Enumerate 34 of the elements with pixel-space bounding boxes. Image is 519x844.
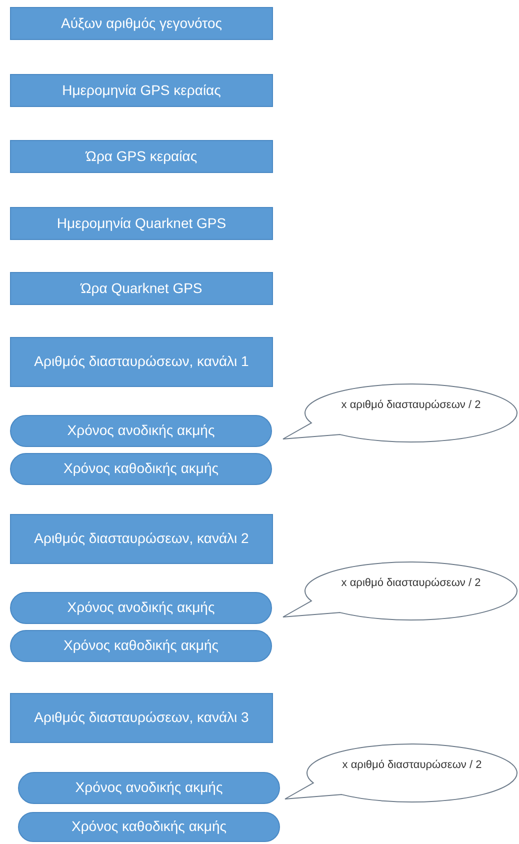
field-label: Χρόνος ανοδικής ακμής [75,779,223,797]
field-box [10,140,273,173]
field-label: Αριθμός διασταυρώσεων, κανάλι 2 [34,530,249,548]
callout-text: x αριθμό διασταυρώσεων / 2 [341,758,483,772]
field-pill [10,453,272,485]
field-label: Χρόνος ανοδικής ακμής [67,599,215,617]
field-pill [10,630,272,662]
field-label: Αριθμός διασταυρώσεων, κανάλι 1 [34,353,249,371]
field-box [10,337,273,387]
field-label: Ώρα Quarknet GPS [80,280,202,298]
field-pill [10,592,272,624]
field-label: Χρόνος ανοδικής ακμής [67,422,215,440]
field-label: Χρόνος καθοδικής ακμής [63,460,219,478]
field-box [10,514,273,564]
field-label: Χρόνος καθοδικής ακμής [71,818,227,836]
field-pill [18,772,280,804]
field-box [10,7,273,40]
speech-bubble [282,742,518,804]
field-pill [10,415,272,447]
callout-text: x αριθμό διασταυρώσεων / 2 [340,398,482,412]
field-box [10,272,273,305]
field-box [10,74,273,107]
field-label: Ημερομηνία Quarknet GPS [56,214,226,232]
field-label: Ημερομηνία GPS κεραίας [62,82,221,100]
field-pill [18,812,280,842]
field-label: Ώρα GPS κεραίας [86,148,198,166]
field-label: Αύξων αριθμός γεγονότος [60,14,222,32]
field-box [10,693,273,743]
field-label: Αριθμός διασταυρώσεων, κανάλι 3 [34,709,249,727]
field-label: Χρόνος καθοδικής ακμής [63,637,219,655]
field-box [10,207,273,240]
callout-text: x αριθμό διασταυρώσεων / 2 [340,576,482,590]
speech-bubble [280,560,518,622]
speech-bubble [280,382,518,444]
